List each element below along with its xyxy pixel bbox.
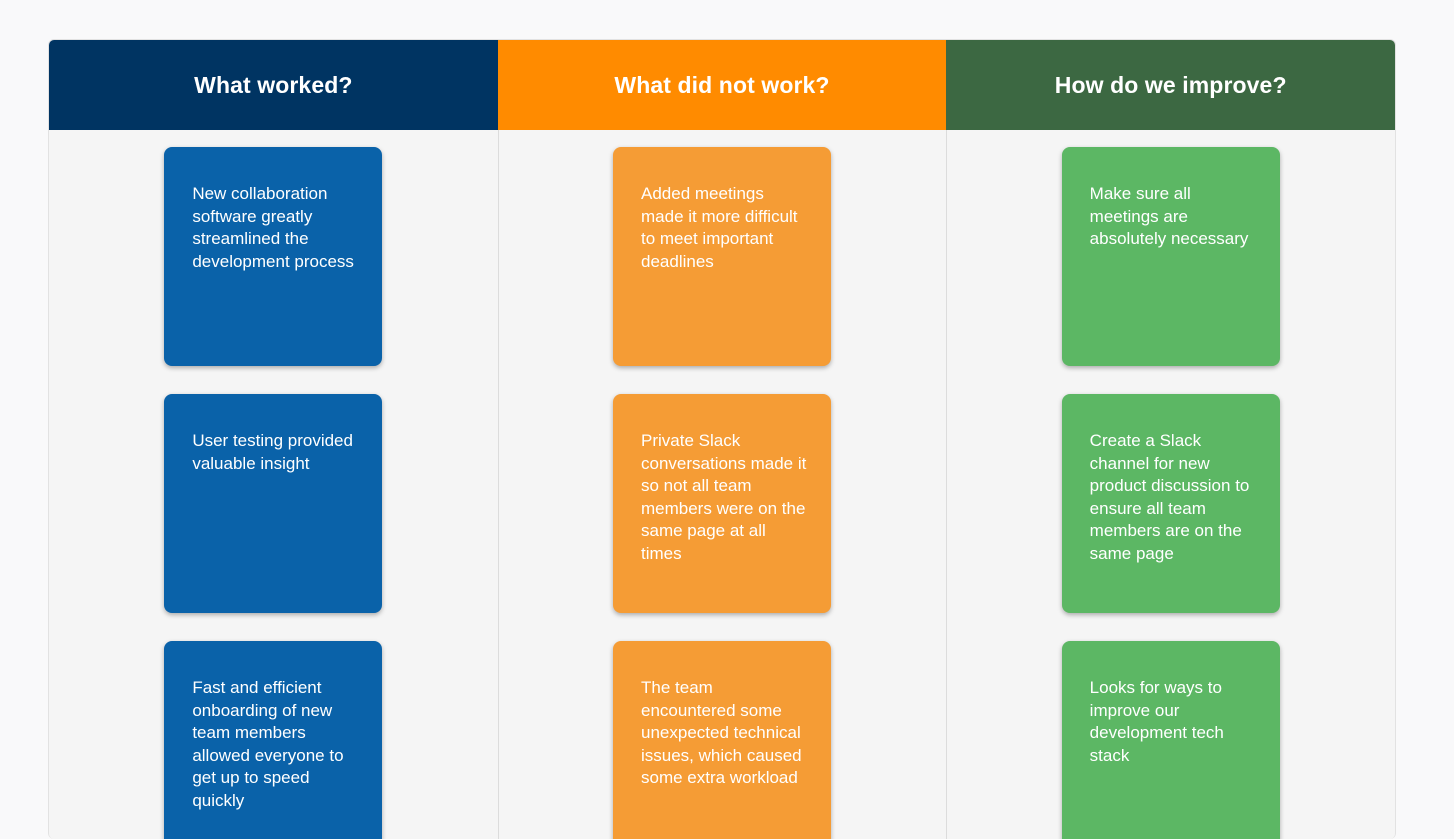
sticky-note[interactable]: Looks for ways to improve our developmen… <box>1061 641 1280 839</box>
column-header-what-did-not-work[interactable]: What did not work? <box>497 40 947 130</box>
column-header-what-worked[interactable]: What worked? <box>49 40 498 130</box>
column-body-how-do-we-improve: Make sure all meetings are absolutely ne… <box>946 130 1395 839</box>
column-header-how-do-we-improve[interactable]: How do we improve? <box>946 40 1395 130</box>
sticky-note[interactable]: Fast and efficient onboarding of new tea… <box>164 641 383 839</box>
column-body-what-did-not-work: Added meetings made it more difficult to… <box>498 130 947 839</box>
sticky-note[interactable]: New collaboration software greatly strea… <box>164 147 383 366</box>
sticky-note[interactable]: Private Slack conversations made it so n… <box>613 394 831 613</box>
column-what-did-not-work: What did not work? Added meetings made it… <box>497 40 947 839</box>
column-body-what-worked: New collaboration software greatly strea… <box>49 130 498 839</box>
column-what-worked: What worked? New collaboration software g… <box>49 40 498 839</box>
sticky-note[interactable]: Added meetings made it more difficult to… <box>613 147 831 366</box>
sticky-note[interactable]: Make sure all meetings are absolutely ne… <box>1061 147 1280 366</box>
retrospective-board: What worked? New collaboration software g… <box>48 39 1396 839</box>
sticky-note[interactable]: Create a Slack channel for new product d… <box>1061 394 1280 613</box>
sticky-note[interactable]: The team encountered some unexpected tec… <box>613 641 831 839</box>
column-how-do-we-improve: How do we improve? Make sure all meetings… <box>946 40 1395 839</box>
sticky-note[interactable]: User testing provided valuable insight <box>164 394 383 613</box>
